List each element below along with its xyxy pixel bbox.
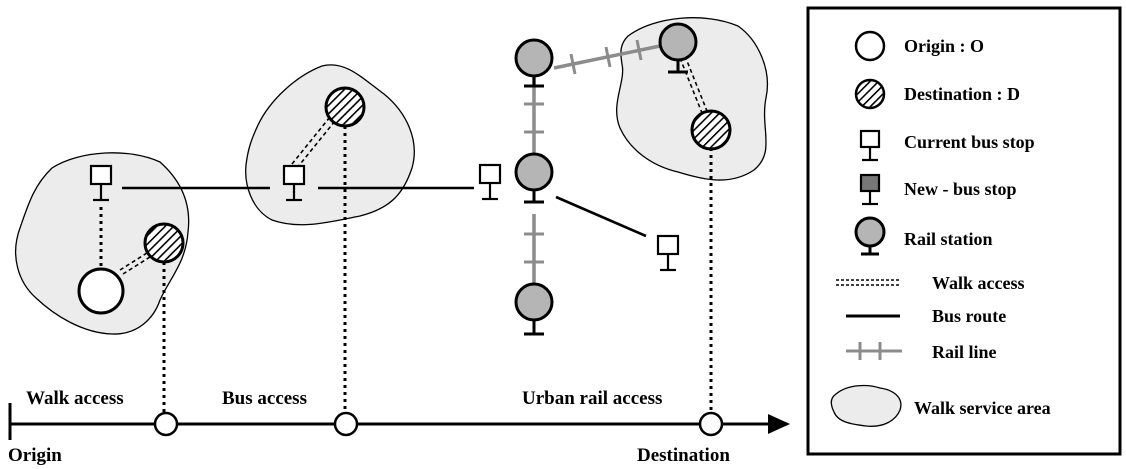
projection-lines: [162, 126, 713, 412]
timeline-node-rail: [698, 411, 724, 437]
bus-stop-2: [282, 164, 306, 202]
legend-label-new-bus-stop: New - bus stop: [904, 179, 1017, 199]
origin-axis-label: Origin: [8, 445, 62, 466]
destination-node-3: [690, 109, 732, 151]
timeline-node-walk: [153, 411, 179, 437]
bus-stop-3: [478, 163, 502, 201]
legend-label-rail-station: Rail station: [904, 229, 993, 249]
bus-routes: [122, 186, 647, 238]
legend-label-current-bus-stop: Current bus stop: [904, 132, 1035, 152]
timeline-axis: [8, 403, 790, 440]
origin-node: [77, 267, 125, 315]
rail-ticks: [524, 39, 643, 264]
stage-label-walk: Walk access: [26, 388, 124, 409]
walk-service-area-icon: [830, 384, 902, 427]
rail-station-1: [514, 38, 554, 88]
legend-label-rail-line: Rail line: [932, 342, 997, 362]
destination-hatched-circle-icon: [854, 78, 886, 110]
origin-circle-icon: [854, 30, 886, 62]
bus-stop-4: [656, 234, 680, 272]
legend: Origin : O Destination : D Current bus s…: [806, 6, 1122, 456]
legend-label-bus-route: Bus route: [932, 306, 1006, 326]
rail-station-2: [514, 152, 554, 204]
stage-label-bus: Bus access: [222, 388, 307, 409]
legend-label-origin: Origin : O: [904, 36, 984, 56]
destination-axis-label: Destination: [637, 445, 730, 466]
rail-station-4: [658, 22, 698, 74]
rail-station-icon: [854, 216, 886, 256]
destination-node-1: [143, 222, 185, 264]
rail-line-icon: [846, 342, 902, 360]
rail-station-3: [514, 282, 554, 336]
new-bus-stop-icon: [859, 173, 881, 206]
timeline-node-bus: [333, 411, 359, 437]
walk-service-area-3: [616, 17, 768, 181]
current-bus-stop-icon: [859, 129, 881, 162]
legend-label-destination: Destination : D: [904, 84, 1020, 104]
destination-node-2: [324, 86, 366, 128]
legend-label-walk-service-area: Walk service area: [914, 398, 1051, 418]
walk-service-area-2: [245, 64, 415, 226]
legend-label-walk-access: Walk access: [932, 273, 1025, 293]
stage-label-rail: Urban rail access: [522, 388, 662, 409]
bus-stop-1: [89, 164, 113, 202]
walk-access-line-icon: [836, 279, 900, 286]
